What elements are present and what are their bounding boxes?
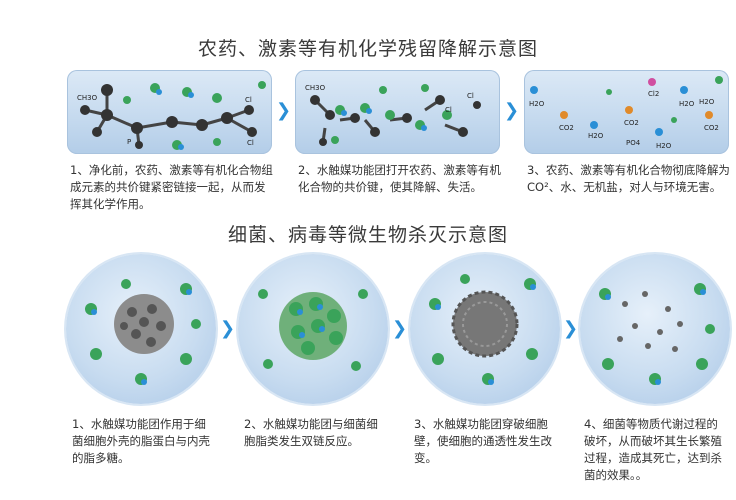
arrow-icon: ❯	[276, 100, 292, 121]
caption-bacteria-1: 1、水触媒功能团作用于细菌细胞外壳的脂蛋白与内壳的脂多糖。	[72, 417, 210, 465]
arrow-icon: ❯	[504, 100, 520, 121]
svg-text:CH3O: CH3O	[305, 84, 326, 92]
caption-3: 3、农药、激素等有机化合物彻底降解为CO²、水、无机盐，对人与环境无害。	[527, 163, 730, 194]
arrow-icon: ❯	[563, 318, 579, 339]
bacterium-intact-illustration	[85, 279, 201, 385]
section2-title: 细菌、病毒等微生物杀灭示意图	[227, 224, 508, 246]
svg-text:P: P	[127, 138, 131, 146]
svg-text:Cl: Cl	[245, 96, 252, 104]
arrow-icon: ❯	[392, 318, 408, 339]
panel-degraded-products: H2O CO2 Cl2 H2O CO2 H2O H2O PO4 H2O CO2	[524, 70, 729, 154]
arrow-icon: ❯	[220, 318, 236, 339]
caption-bacteria-4: 4、细菌等物质代谢过程的破坏，从而破坏其生长繁殖过程，造成其死亡，达到杀菌的效果…	[584, 417, 722, 482]
h2o-label: H2O	[679, 100, 695, 108]
svg-text:CH3O: CH3O	[77, 94, 98, 102]
svg-text:Cl: Cl	[445, 106, 452, 114]
h2o-label: H2O	[588, 132, 604, 140]
bacteria-circle-2	[238, 254, 388, 404]
caption-1: 1、净化前，农药、激素等有机化合物组成元素的共价键紧密链接一起，从而发挥其化学作…	[70, 163, 273, 211]
bacteria-circle-3	[410, 254, 560, 404]
h2o-label: H2O	[529, 100, 545, 108]
svg-text:Cl: Cl	[467, 92, 474, 100]
section1-title: 农药、激素等有机化学残留降解示意图	[197, 38, 538, 60]
bacterium-wall-broken-illustration	[429, 274, 538, 385]
co2-label: CO2	[559, 124, 574, 132]
bacteria-circle-4	[580, 254, 730, 404]
co2-label: CO2	[704, 124, 719, 132]
caption-2: 2、水触媒功能团打开农药、激素等有机化合物的共价键，使其降解、失活。	[298, 163, 501, 194]
cl2-label: Cl2	[648, 90, 659, 98]
degradation-products-illustration: H2O CO2 Cl2 H2O CO2 H2O H2O PO4 H2O CO2	[529, 76, 723, 150]
h2o-label: H2O	[699, 98, 715, 106]
po4-label: PO4	[626, 139, 641, 147]
co2-label: CO2	[624, 119, 639, 127]
bacterium-destroyed-illustration	[599, 283, 715, 385]
bacteria-circle-1	[66, 254, 216, 404]
h2o-label: H2O	[656, 142, 672, 150]
caption-bacteria-2: 2、水触媒功能团与细菌细胞脂类发生双链反应。	[244, 417, 378, 448]
bacterium-reacting-illustration	[258, 289, 368, 371]
caption-bacteria-3: 3、水触媒功能团穿破细胞壁，使细胞的通透性发生改变。	[414, 417, 552, 465]
svg-text:Cl: Cl	[247, 139, 254, 147]
